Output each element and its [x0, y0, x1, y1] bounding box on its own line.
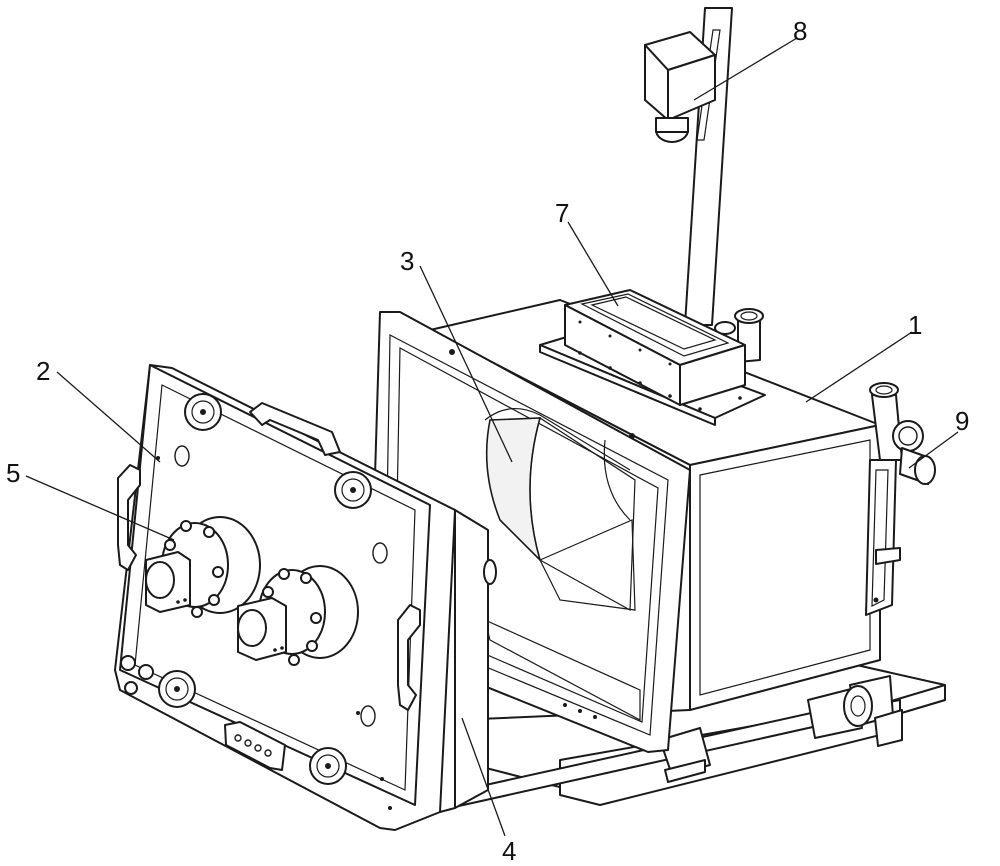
knob-bottom-left [159, 671, 195, 707]
camera-post [645, 8, 732, 325]
callout-4: 4 [502, 836, 516, 866]
callout-5: 5 [6, 458, 20, 488]
callout-7: 7 [555, 198, 569, 228]
knob-bottom-right [310, 748, 346, 784]
callout-3: 3 [400, 246, 414, 276]
callout-2: 2 [36, 356, 50, 386]
knob-top-right [335, 472, 371, 508]
leader-7 [568, 222, 618, 306]
callout-1: 1 [908, 310, 922, 340]
knob-top-left [185, 394, 221, 430]
callout-8: 8 [793, 16, 807, 46]
callout-9: 9 [955, 406, 969, 436]
